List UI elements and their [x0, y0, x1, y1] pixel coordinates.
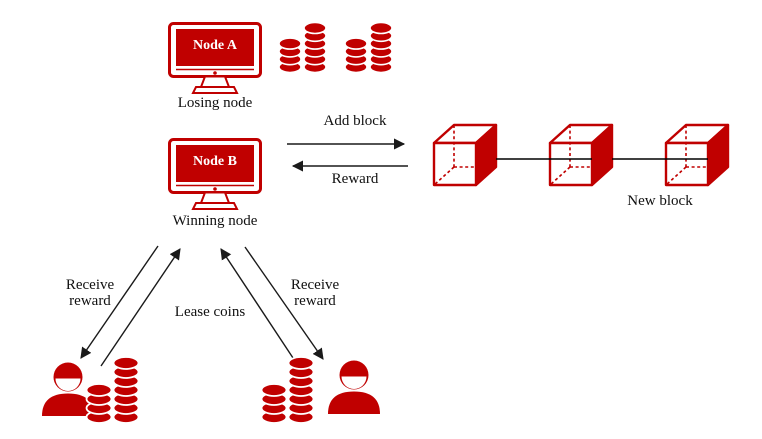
stakeholder-person-icon-right: [328, 360, 380, 414]
lease-coins-arrow-left: [100, 248, 181, 367]
add-block-label: Add block: [323, 113, 387, 129]
receive-reward-arrow-right: [244, 246, 324, 360]
lease-coins-label: Lease coins: [174, 304, 246, 320]
node-a-coin-stack-icon-2: [344, 21, 393, 74]
receive-reward-label-left: Receive reward: [65, 277, 115, 310]
stakeholder-coin-stack-icon-left: [85, 356, 140, 424]
lease-coins-arrow-right: [220, 248, 298, 365]
node-a-coin-stack-icon-1: [278, 21, 327, 74]
stakeholder-coin-stack-icon-right: [260, 356, 315, 424]
receive-reward-label-right: Receive reward: [290, 277, 340, 310]
block-cube-icon-2: [548, 123, 614, 187]
reward-label: Reward: [331, 171, 379, 187]
node-b-screen-label: Node B: [193, 154, 237, 169]
node-b-monitor-icon: [168, 138, 262, 211]
node-a-screen-label: Node A: [193, 38, 237, 53]
new-block-label: New block: [627, 193, 693, 209]
node-b-caption: Winning node: [172, 213, 258, 229]
node-a-caption: Losing node: [177, 95, 253, 111]
block-cube-icon-3-new-block: [664, 123, 730, 187]
node-a-monitor-icon: [168, 22, 262, 95]
block-cube-icon-1: [432, 123, 498, 187]
receive-reward-arrow-left: [80, 245, 159, 359]
